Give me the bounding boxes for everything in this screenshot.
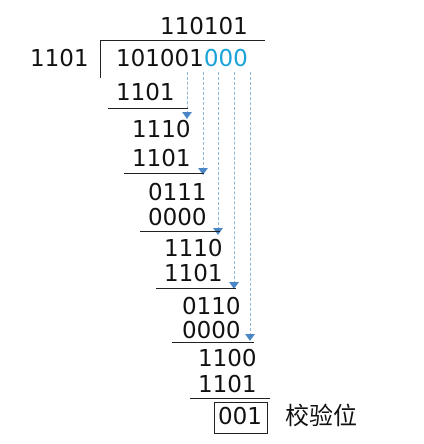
remainder-value: 001 [218, 404, 262, 430]
drop-line-2 [203, 72, 204, 170]
step-subtrahend-4: 1101 [164, 261, 223, 287]
division-bracket-side [100, 40, 101, 78]
step-remainder-1: 1110 [132, 117, 191, 143]
dividend-appended-zeros: 000 [203, 46, 248, 72]
arrow-down-2 [198, 168, 208, 175]
step-subtrahend-1: 1101 [116, 80, 175, 106]
dividend: 101001000 [116, 46, 248, 72]
step-rule-6 [190, 398, 270, 399]
drop-line-4 [234, 72, 235, 284]
drop-line-5 [250, 72, 251, 336]
step-subtrahend-2: 1101 [132, 146, 191, 172]
drop-line-1 [187, 72, 188, 114]
step-subtrahend-6: 1101 [198, 372, 257, 398]
remainder-label: 校验位 [285, 402, 357, 430]
dividend-data: 101001 [116, 46, 204, 72]
step-remainder-4: 0110 [182, 294, 241, 320]
step-remainder-2: 0111 [148, 180, 207, 206]
arrow-down-1 [182, 112, 192, 119]
remainder-box [214, 402, 268, 434]
step-remainder-5: 1100 [198, 346, 257, 372]
quotient: 110101 [160, 14, 248, 40]
step-subtrahend-5: 0000 [182, 318, 241, 344]
step-subtrahend-3: 0000 [148, 205, 207, 231]
arrow-down-5 [245, 334, 255, 341]
arrow-down-4 [229, 282, 239, 289]
step-rule-5 [172, 342, 254, 343]
step-rule-1 [108, 108, 188, 109]
step-rule-3 [140, 231, 220, 232]
divisor: 1101 [30, 46, 89, 72]
step-rule-4 [156, 288, 236, 289]
drop-line-3 [218, 72, 219, 230]
step-rule-2 [124, 173, 204, 174]
step-remainder-3: 1110 [164, 236, 223, 262]
division-bracket-top [100, 40, 265, 41]
